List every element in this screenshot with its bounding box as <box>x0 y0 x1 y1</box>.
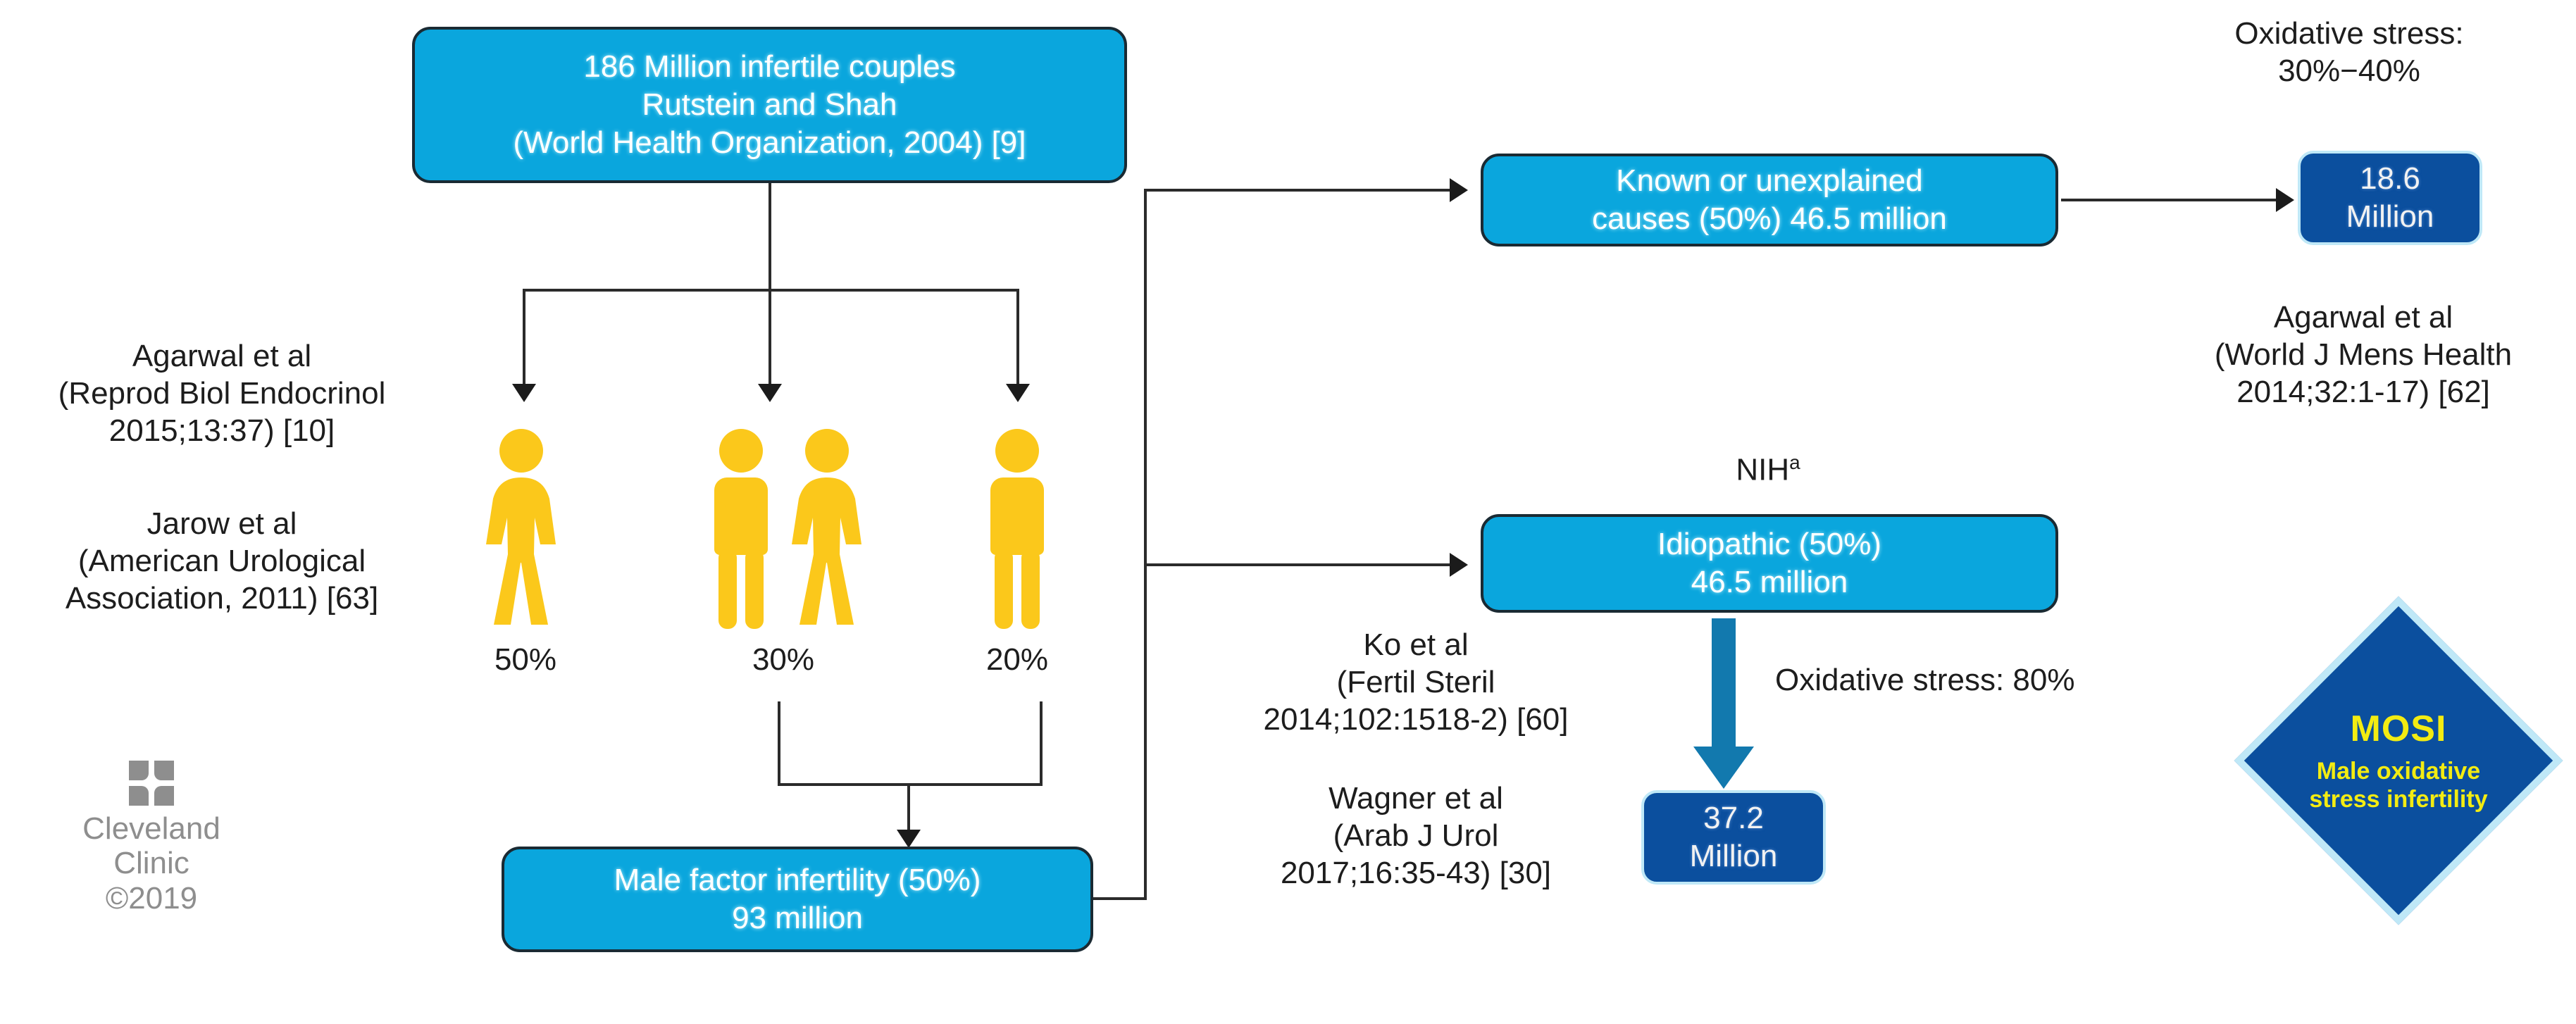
citation-ko-2014-line2: (Fertil Steril <box>1336 664 1495 699</box>
female-figure-icon <box>486 428 556 629</box>
citation-agarwal-2014-line2: (World J Mens Health <box>2214 337 2513 372</box>
node-root-line3: (World Health Organization, 2004) [9] <box>513 125 1026 160</box>
connector-bracket-bar <box>778 783 1043 786</box>
node-known-os-result[interactable]: 18.6 Million <box>2298 151 2482 245</box>
node-idiopathic[interactable]: Idiopathic (50%) 46.5 million <box>1481 514 2058 613</box>
citation-jarow-2011-line1: Jarow et al <box>147 506 297 541</box>
connector-bracket-stem <box>907 783 910 834</box>
arrowhead-branch-mid <box>758 384 782 402</box>
node-idiopathic-line1: Idiopathic (50%) <box>1657 527 1881 562</box>
citation-agarwal-2014: Agarwal et al (World J Mens Health 2014;… <box>2152 299 2575 411</box>
oxidative-stress-blue-arrow <box>1693 618 1754 789</box>
node-known-causes-line1: Known or unexplained <box>1616 163 1923 199</box>
female-figure-icon-pair <box>792 428 862 629</box>
arrowhead-male-factor <box>897 830 921 848</box>
mosi-expansion-line1: Male oxidative <box>2316 757 2481 785</box>
citation-wagner-2017-line2: (Arab J Urol <box>1333 818 1499 853</box>
oxidative-stress-idiopathic-label: Oxidative stress: 80% <box>1775 663 2075 697</box>
node-root-line2: Rutstein and Shah <box>642 87 897 123</box>
citation-ko-2014-line3: 2014;102:1518-2) [60] <box>1263 701 1569 737</box>
oxidative-stress-known-line2: 30%−40% <box>2278 53 2420 88</box>
citation-wagner-2017-line3: 2017;16:35-43) [30] <box>1280 855 1552 890</box>
oxidative-stress-known-line1: Oxidative stress: <box>2234 16 2464 51</box>
mosi-diamond-badge[interactable]: MOSI Male oxidative stress infertility <box>2234 596 2563 925</box>
node-known-os-result-line2: Million <box>2346 199 2434 234</box>
node-idiopathic-os-result-line2: Million <box>1689 839 1778 873</box>
node-known-os-result-line1: 18.6 <box>2360 161 2420 196</box>
node-root-infertile-couples[interactable]: 186 Million infertile couples Rutstein a… <box>412 27 1127 183</box>
node-idiopathic-os-result-line1: 37.2 <box>1703 801 1764 836</box>
male-figure-icon-pair <box>710 428 772 629</box>
node-male-factor-line2: 93 million <box>732 901 863 935</box>
node-known-causes-line2: causes (50%) 46.5 million <box>1592 201 1947 236</box>
connector-known-to-result <box>2061 199 2276 201</box>
citation-jarow-2011-line3: Association, 2011) [63] <box>65 580 379 616</box>
connector-branch-right <box>1016 289 1019 384</box>
citation-agarwal-2015: Agarwal et al (Reprod Biol Endocrinol 20… <box>0 338 444 449</box>
citation-agarwal-2015-line2: (Reprod Biol Endocrinol <box>58 375 386 411</box>
node-idiopathic-line2: 46.5 million <box>1691 565 1848 599</box>
citation-jarow-2011-line2: (American Urological <box>77 543 366 578</box>
citation-agarwal-2015-line3: 2015;13:37) [10] <box>108 413 335 448</box>
node-idiopathic-os-result[interactable]: 37.2 Million <box>1641 790 1826 885</box>
cleveland-clinic-name-line2: Clinic <box>113 846 189 881</box>
node-root-line1: 186 Million infertile couples <box>583 49 956 85</box>
mosi-expansion-line2: stress infertility <box>2309 785 2488 813</box>
citation-ko-2014: Ko et al (Fertil Steril 2014;102:1518-2)… <box>1197 627 1634 738</box>
connector-to-idiopathic <box>1144 563 1450 566</box>
arrowhead-idiopathic <box>1450 553 1468 577</box>
arrowhead-branch-left <box>512 384 536 402</box>
oxidative-stress-known-label: Oxidative stress: 30%−40% <box>2208 15 2490 90</box>
blue-arrow-shaft <box>1712 618 1736 748</box>
node-known-unexplained-causes[interactable]: Known or unexplained causes (50%) 46.5 m… <box>1481 154 2058 246</box>
node-male-factor-infertility[interactable]: Male factor infertility (50%) 93 million <box>502 847 1093 952</box>
citation-agarwal-2014-line3: 2014;32:1-17) [62] <box>2236 374 2490 409</box>
nih-label: NIHa <box>1676 451 1860 489</box>
mosi-diamond-text: MOSI Male oxidative stress infertility <box>2309 708 2487 813</box>
citation-agarwal-2015-line1: Agarwal et al <box>132 339 312 373</box>
connector-branch-left <box>523 289 525 384</box>
connector-bracket-left <box>778 701 780 786</box>
mosi-acronym: MOSI <box>2350 708 2447 750</box>
connector-branch-mid <box>769 289 771 384</box>
arrowhead-known-result <box>2276 188 2294 212</box>
cleveland-clinic-mark-icon <box>129 761 174 806</box>
pictogram-percent-20: 20% <box>985 642 1049 677</box>
arrowhead-branch-right <box>1006 384 1030 402</box>
citation-jarow-2011: Jarow et al (American Urological Associa… <box>0 506 444 617</box>
connector-root-stem <box>769 183 771 289</box>
connector-right-trunk <box>1144 189 1147 900</box>
cleveland-clinic-copyright: ©2019 <box>105 880 198 916</box>
arrowhead-known-causes <box>1450 178 1468 202</box>
pictogram-percent-30: 30% <box>752 642 815 677</box>
blue-arrow-head <box>1693 747 1754 789</box>
citation-ko-2014-line1: Ko et al <box>1363 627 1469 662</box>
cleveland-clinic-name-line1: Cleveland <box>82 811 220 846</box>
connector-bracket-right <box>1040 701 1043 786</box>
pictogram-percent-50: 50% <box>494 642 557 677</box>
nih-label-text: NIH <box>1736 452 1790 487</box>
citation-wagner-2017: Wagner et al (Arab J Urol 2017;16:35-43)… <box>1197 780 1634 892</box>
citation-agarwal-2014-line1: Agarwal et al <box>2273 300 2453 335</box>
nih-superscript: a <box>1789 451 1800 473</box>
cleveland-clinic-logo: Cleveland Clinic ©2019 <box>39 761 264 916</box>
male-figure-icon <box>986 428 1048 629</box>
node-male-factor-line1: Male factor infertility (50%) <box>614 863 981 898</box>
connector-to-known-causes <box>1144 189 1450 192</box>
citation-wagner-2017-line1: Wagner et al <box>1329 781 1503 816</box>
connector-malefactor-exit <box>1093 897 1147 900</box>
